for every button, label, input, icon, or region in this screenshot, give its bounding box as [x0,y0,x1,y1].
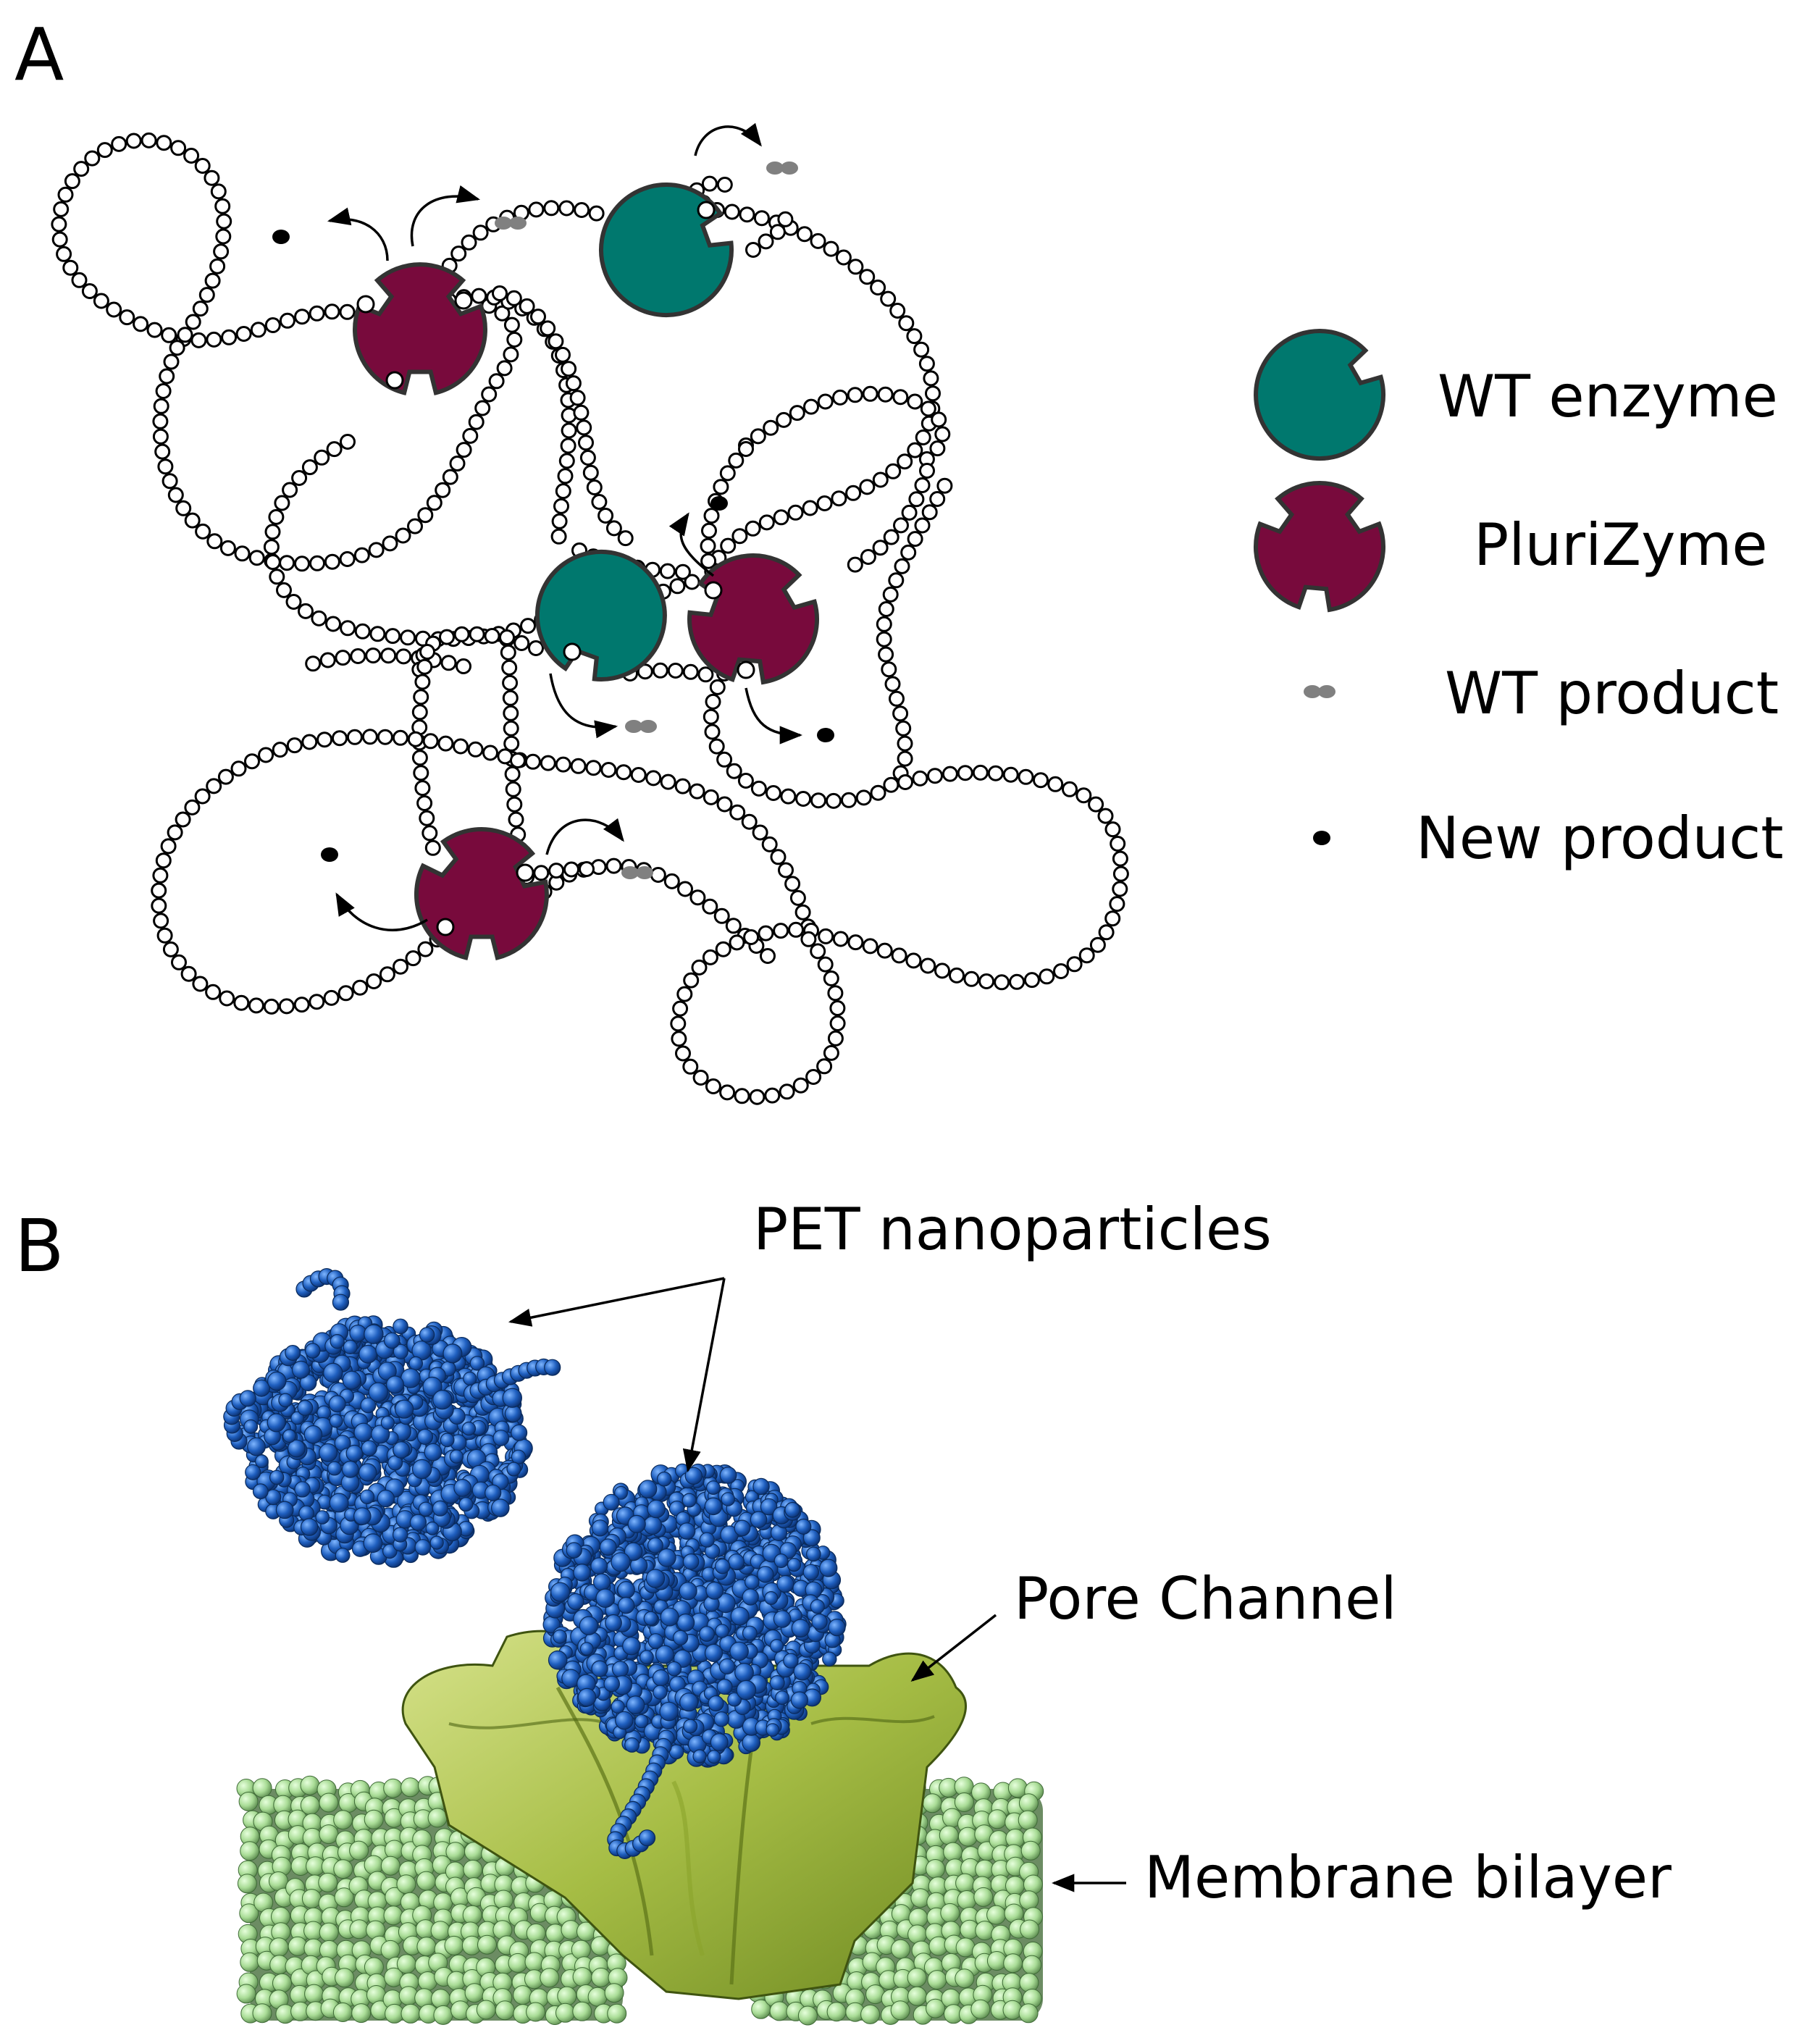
pet-nanoparticle-free [223,1267,561,1568]
reaction-arrow [335,892,428,931]
legend-plurizyme-label: PluriZyme [1474,511,1768,579]
polymer-chain [305,647,471,674]
enzymes [353,183,819,960]
new-product [272,230,290,244]
polymer-chain [510,752,816,935]
polymer-chain [51,132,523,572]
polymer-chain [492,285,634,547]
polymer-chain [499,629,529,858]
pet-nanoparticle-bound [542,1463,847,1859]
new-product [710,496,728,511]
arrow-to-free-pet [508,1277,725,1327]
polymer-chain [411,644,441,856]
polymer-chain [703,477,953,809]
reaction-arrow [410,185,481,247]
legend-wt-product-label: WT product [1445,660,1779,727]
pet-nanoparticles-label: PET nanoparticles [753,1196,1272,1263]
reaction-arrow [745,687,803,745]
panel-b-illustration [223,1267,1044,2026]
wt-product [621,866,653,879]
arrow-to-pore-channel [910,1614,997,1682]
legend-wt-enzyme-icon [1254,329,1386,461]
pore-channel-label: Pore Channel [1014,1565,1397,1632]
reaction-arrow [545,818,624,855]
new-product [817,728,834,742]
wt-product [625,720,657,733]
arrow-to-bound-pet [682,1278,726,1473]
polymer-chain [670,921,846,1105]
panel-b-annotations: PET nanoparticles Pore Channel Membrane … [508,1196,1672,1911]
plurizyme [687,553,819,685]
polymer-chain [434,200,605,287]
polymer-chain [263,434,574,647]
new-product [321,847,338,862]
reaction-arrow [327,207,389,261]
wt-product [495,217,527,230]
polymer-chain [745,211,794,258]
wt-product [766,162,798,175]
wt-product [1304,685,1335,698]
legend-new-product-label: New product [1416,805,1784,872]
reaction-arrow [668,512,715,577]
legend-wt-enzyme-label: WT enzyme [1438,363,1778,430]
polymer-chain [738,385,951,467]
polymer-chain [818,764,1129,991]
legend: WT enzyme PluriZyme WT product New produ… [1254,329,1784,872]
new-product [1313,831,1330,845]
wt-enzyme [598,183,734,318]
products [272,122,834,931]
reaction-arrow [694,122,762,156]
plurizyme [353,262,487,395]
panel-label-a: A [14,12,64,97]
wt-enzyme [534,549,667,682]
polymer-chain [847,463,935,573]
legend-plurizyme-icon [1254,481,1385,613]
membrane-bilayer-label: Membrane bilayer [1144,1844,1672,1911]
polymer-chain [622,662,714,683]
panel-label-b: B [14,1204,64,1288]
reaction-arrow [549,673,618,739]
